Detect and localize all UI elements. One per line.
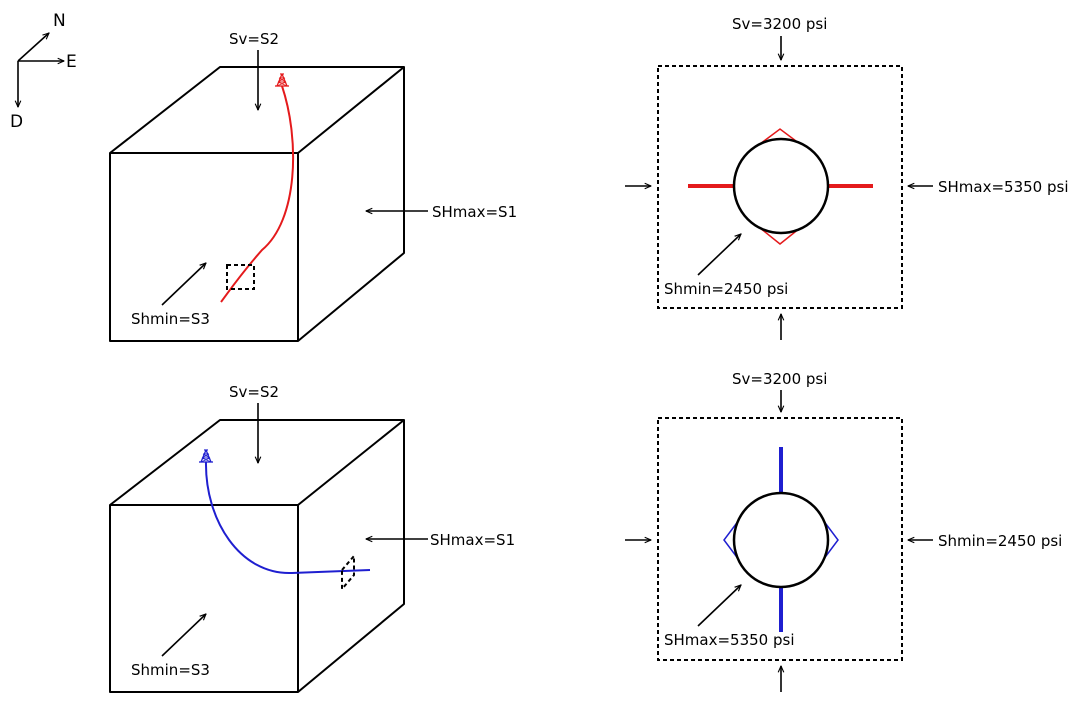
- block-b-shmax-label: SHmax=S1: [430, 531, 515, 549]
- section-b-inner-arrow: [697, 585, 741, 627]
- section-a-inner-label: Shmin=2450 psi: [664, 280, 788, 298]
- block-a-shmax-label: SHmax=S1: [432, 203, 517, 221]
- section-b-right-label: Shmin=2450 psi: [938, 532, 1062, 550]
- block-b-shmin-label: Shmin=S3: [131, 661, 210, 679]
- section-a: Sv=3200 psi SHmax=5350 psi Shmin=2450 ps…: [625, 15, 1069, 340]
- block-a-shmin-label: Shmin=S3: [131, 310, 210, 328]
- compass: N E D: [10, 11, 77, 132]
- compass-north-label: N: [53, 11, 66, 31]
- block-a-shmin-arrow: [161, 263, 206, 306]
- compass-north-arrow: [17, 33, 49, 62]
- well-a-trajectory: [220, 85, 295, 303]
- section-a-breakout: [759, 128, 801, 245]
- section-a-inner-arrow: [697, 234, 741, 276]
- block-a-outline: [109, 66, 405, 342]
- section-a-top-label: Sv=3200 psi: [732, 15, 827, 33]
- compass-east-label: E: [66, 52, 77, 72]
- section-a-frame: [657, 65, 903, 309]
- section-b-borehole: [732, 491, 830, 589]
- section-b-inner-label: SHmax=5350 psi: [664, 631, 795, 649]
- block-b: Sv=S2 SHmax=S1 Shmin=S3: [109, 383, 515, 693]
- section-a-borehole: [732, 137, 830, 235]
- well-b-trajectory: [204, 461, 371, 575]
- block-b-shmin-arrow: [161, 614, 206, 657]
- section-a-marker: [226, 264, 255, 290]
- section-b-top-label: Sv=3200 psi: [732, 370, 827, 388]
- block-b-sv-label: Sv=S2: [229, 383, 279, 401]
- section-b-frame: [657, 417, 903, 661]
- block-a: Sv=S2 SHmax=S1 Shmin=S3: [109, 30, 517, 342]
- block-a-sv-label: Sv=S2: [229, 30, 279, 48]
- block-b-outline: [109, 419, 405, 693]
- derrick-icon: [198, 449, 214, 463]
- section-a-right-label: SHmax=5350 psi: [938, 178, 1069, 196]
- derrick-icon: [274, 73, 290, 87]
- compass-down-label: D: [10, 112, 23, 132]
- section-b-breakout: [723, 519, 839, 561]
- section-b-marker: [341, 553, 355, 592]
- section-b: Sv=3200 psi Shmin=2450 psi SHmax=5350 ps…: [625, 370, 1062, 692]
